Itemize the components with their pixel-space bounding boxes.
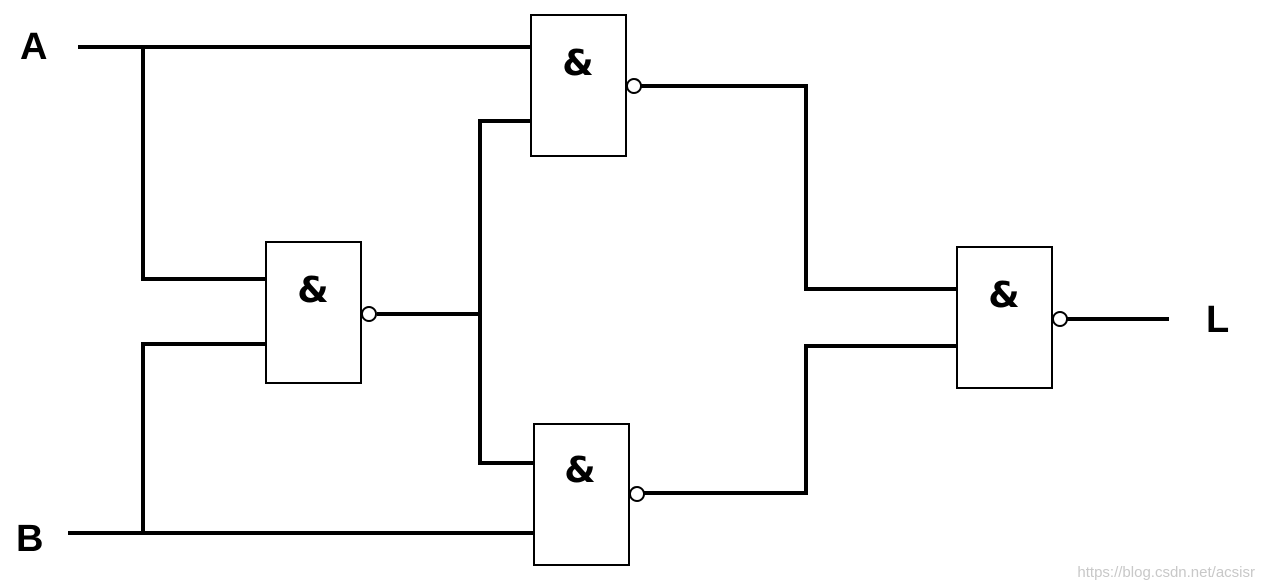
gate-4-body	[956, 246, 1053, 389]
wire-gate3-to-gate4	[644, 344, 958, 495]
gate-3-inversion-bubble	[629, 486, 645, 502]
gate-1-symbol: &	[297, 270, 328, 311]
gate-3-symbol: &	[564, 450, 595, 491]
gate-2-symbol: &	[562, 43, 593, 84]
wire-gate2-to-gate4	[641, 84, 958, 291]
gate-4-inversion-bubble	[1052, 311, 1068, 327]
gate-1-inversion-bubble	[361, 306, 377, 322]
gate-1-body	[265, 241, 362, 384]
gate-3-body	[533, 423, 630, 566]
gate-2-body	[530, 14, 627, 157]
nand-gate-2: &	[530, 14, 642, 157]
watermark-url: https://blog.csdn.net/acsisr	[1077, 564, 1255, 581]
gate-4-symbol: &	[988, 275, 1019, 316]
output-l-label: L	[1206, 299, 1229, 341]
gate-2-inversion-bubble	[626, 78, 642, 94]
input-a-label: A	[20, 26, 47, 68]
nand-gate-3: &	[533, 423, 645, 566]
nand-gate-1: &	[265, 241, 377, 384]
input-b-label: B	[16, 518, 43, 560]
nand-gate-4: &	[956, 246, 1068, 389]
